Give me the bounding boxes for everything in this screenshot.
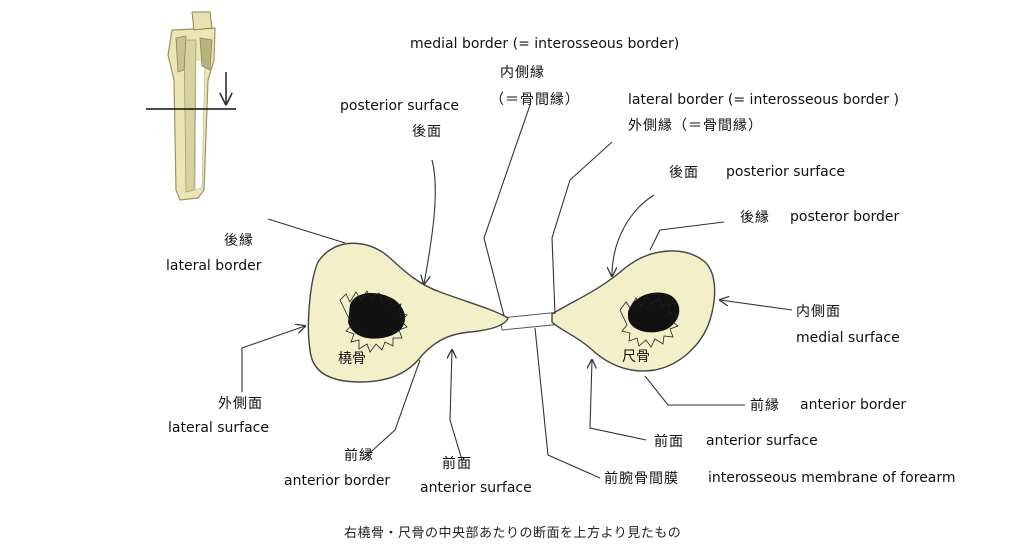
ulna-label: 尺骨 xyxy=(622,349,650,365)
ulna-medial-surface-en: medial surface xyxy=(796,330,900,346)
radius-anterior-border-en: anterior border xyxy=(284,473,391,489)
radius-lateral-surface-jp: 外側面 xyxy=(218,396,263,412)
ulna-posterior-surface-jp: 後面 xyxy=(669,165,699,181)
radius-anterior-border-jp: 前縁 xyxy=(344,448,374,464)
radius-marrow xyxy=(348,293,406,339)
figure-caption: 右橈骨・尺骨の中央部あたりの断面を上方より見たもの xyxy=(344,526,682,541)
ulna-marrow xyxy=(628,292,680,333)
medial-border-jp2: （＝骨間縁） xyxy=(490,92,580,108)
ulna-posterior-border-en: posteror border xyxy=(790,209,900,225)
radius-anterior-surface-en: anterior surface xyxy=(420,480,532,496)
ulna-anterior-border-jp: 前縁 xyxy=(750,398,780,414)
radius-posterior-surface-en: posterior surface xyxy=(340,98,460,114)
radius-anterior-surface-jp: 前面 xyxy=(442,456,472,472)
ulna-anterior-border-en: anterior border xyxy=(800,397,907,413)
membrane-jp: 前腕骨間膜 xyxy=(604,471,679,487)
ulna-anterior-surface-jp: 前面 xyxy=(654,434,684,450)
ulna-posterior-border-jp: 後縁 xyxy=(740,210,770,226)
lateral-border-jp: 外側縁（＝骨間縁） xyxy=(628,118,763,134)
radius-lateral-border-en: lateral border xyxy=(166,258,262,274)
radius-posterior-surface-jp: 後面 xyxy=(412,124,442,140)
medial-border-en: medial border (= interosseous border) xyxy=(410,36,680,52)
ulna-anterior-surface-en: anterior surface xyxy=(706,433,818,449)
radius-label: 橈骨 xyxy=(338,351,366,367)
leader-lines xyxy=(241,104,793,479)
forearm-thumbnail xyxy=(146,11,236,201)
radius-section xyxy=(307,242,509,383)
ulna-posterior-surface-en: posterior surface xyxy=(726,164,846,180)
membrane-en: interosseous membrane of forearm xyxy=(708,470,956,486)
radius-posterior-border-jp: 後縁 xyxy=(224,233,254,249)
lateral-border-en: lateral border (= interosseous border ) xyxy=(628,92,899,108)
medial-border-jp: 内側縁 xyxy=(500,65,545,81)
ulna-medial-surface-jp: 内側面 xyxy=(796,304,841,320)
radius-lateral-surface-en: lateral surface xyxy=(168,420,269,436)
cross-section xyxy=(307,242,716,383)
